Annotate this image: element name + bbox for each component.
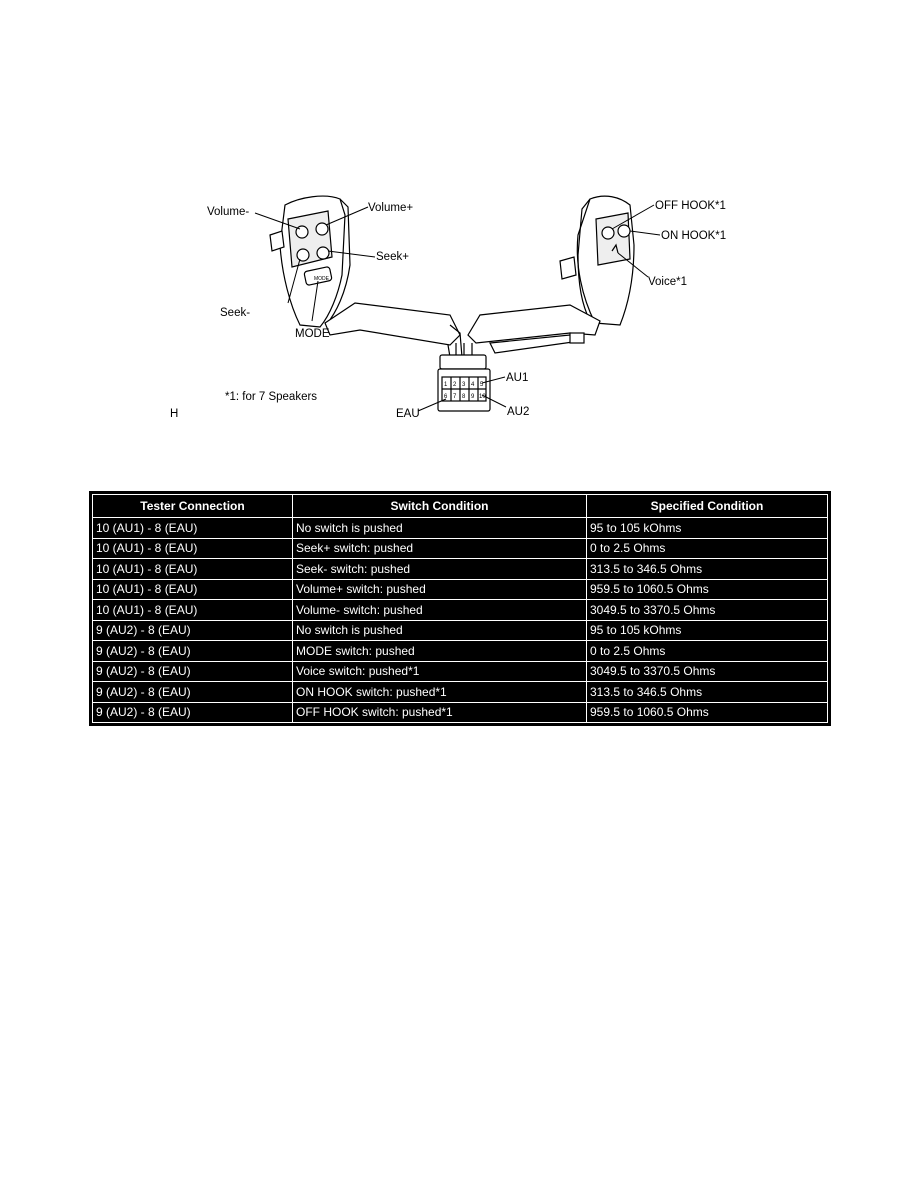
table-row: 10 (AU1) - 8 (EAU) No switch is pushed 9…	[92, 517, 828, 539]
table-header-row: Tester Connection Switch Condition Speci…	[92, 494, 828, 518]
cell-tester-connection: 10 (AU1) - 8 (EAU)	[92, 517, 293, 539]
callout-au2: AU2	[507, 406, 529, 418]
callout-mode: MODE	[295, 328, 330, 340]
cell-specified-condition: 313.5 to 346.5 Ohms	[586, 558, 828, 580]
pin-label: 2	[453, 382, 457, 388]
mode-button-shape	[303, 266, 333, 286]
cell-specified-condition: 959.5 to 1060.5 Ohms	[586, 701, 828, 723]
seek-minus-button-shape	[296, 248, 310, 262]
header-specified-condition: Specified Condition	[586, 494, 828, 518]
callout-seek-minus: Seek-	[220, 307, 250, 319]
cell-switch-condition: No switch is pushed	[292, 517, 587, 539]
footnote: *1: for 7 Speakers	[225, 391, 317, 403]
cell-tester-connection: 9 (AU2) - 8 (EAU)	[92, 619, 293, 641]
connector-pin-labels: 1 2 3 4 5 6 7 8 9 10	[444, 382, 486, 400]
diagram-svg: 1 2 3 4 5 6 7 8 9 10 MODE Volume-	[170, 195, 726, 420]
pin-label: 9	[471, 394, 475, 400]
callout-off-hook: OFF HOOK*1	[655, 200, 726, 212]
cell-specified-condition: 95 to 105 kOhms	[586, 619, 828, 641]
spec-table-frame: Tester Connection Switch Condition Speci…	[89, 491, 831, 726]
cell-tester-connection: 9 (AU2) - 8 (EAU)	[92, 701, 293, 723]
table-row: 10 (AU1) - 8 (EAU) Volume+ switch: pushe…	[92, 578, 828, 600]
callout-volume-minus: Volume-	[207, 206, 249, 218]
cell-specified-condition: 95 to 105 kOhms	[586, 517, 828, 539]
table-row: 9 (AU2) - 8 (EAU) No switch is pushed 95…	[92, 619, 828, 641]
pin-label: 4	[471, 382, 475, 388]
callout-au1: AU1	[506, 372, 528, 384]
cell-specified-condition: 0 to 2.5 Ohms	[586, 537, 828, 559]
table-row: 9 (AU2) - 8 (EAU) MODE switch: pushed 0 …	[92, 640, 828, 662]
cell-switch-condition: Voice switch: pushed*1	[292, 660, 587, 682]
header-tester-connection: Tester Connection	[92, 494, 293, 518]
table-row: 10 (AU1) - 8 (EAU) Seek+ switch: pushed …	[92, 537, 828, 559]
table-row: 9 (AU2) - 8 (EAU) ON HOOK switch: pushed…	[92, 681, 828, 703]
pin-label: 1	[444, 382, 448, 388]
cell-switch-condition: Volume- switch: pushed	[292, 599, 587, 621]
table-row: 10 (AU1) - 8 (EAU) Seek- switch: pushed …	[92, 558, 828, 580]
left-switch-assembly	[269, 195, 463, 358]
callout-on-hook: ON HOOK*1	[661, 230, 726, 242]
cell-specified-condition: 959.5 to 1060.5 Ohms	[586, 578, 828, 600]
leader-lines	[254, 204, 661, 412]
cell-tester-connection: 10 (AU1) - 8 (EAU)	[92, 558, 293, 580]
cell-tester-connection: 10 (AU1) - 8 (EAU)	[92, 537, 293, 559]
steering-switch-diagram: 1 2 3 4 5 6 7 8 9 10 MODE Volume-	[150, 185, 770, 435]
voice-button-shape	[611, 243, 619, 254]
cell-tester-connection: 9 (AU2) - 8 (EAU)	[92, 660, 293, 682]
callout-eau: EAU	[396, 408, 420, 420]
cell-switch-condition: Seek- switch: pushed	[292, 558, 587, 580]
callout-voice: Voice*1	[648, 276, 687, 288]
table-row: 10 (AU1) - 8 (EAU) Volume- switch: pushe…	[92, 599, 828, 621]
callout-volume-plus: Volume+	[368, 202, 413, 214]
cell-specified-condition: 0 to 2.5 Ohms	[586, 640, 828, 662]
pin-label: 8	[462, 394, 466, 400]
off-hook-button-shape	[601, 226, 615, 240]
volume-plus-button-shape	[315, 222, 329, 236]
seek-plus-button-shape	[316, 246, 330, 260]
cell-switch-condition: Seek+ switch: pushed	[292, 537, 587, 559]
mode-button-text: MODE	[314, 276, 330, 282]
on-hook-button-shape	[617, 224, 631, 238]
cell-switch-condition: Volume+ switch: pushed	[292, 578, 587, 600]
callout-seek-plus: Seek+	[376, 251, 409, 263]
pin-label: 5	[480, 382, 484, 388]
table-row: 9 (AU2) - 8 (EAU) Voice switch: pushed*1…	[92, 660, 828, 682]
cell-tester-connection: 10 (AU1) - 8 (EAU)	[92, 578, 293, 600]
connector	[437, 343, 491, 412]
cell-specified-condition: 3049.5 to 3370.5 Ohms	[586, 660, 828, 682]
pin-label: 6	[444, 394, 448, 400]
pin-label: 7	[453, 394, 457, 400]
cell-tester-connection: 10 (AU1) - 8 (EAU)	[92, 599, 293, 621]
pin-label: 3	[462, 382, 466, 388]
cell-switch-condition: MODE switch: pushed	[292, 640, 587, 662]
figure-id: H	[170, 408, 178, 420]
cell-specified-condition: 313.5 to 346.5 Ohms	[586, 681, 828, 703]
right-switch-assembly	[467, 195, 635, 354]
cell-switch-condition: No switch is pushed	[292, 619, 587, 641]
header-switch-condition: Switch Condition	[292, 494, 587, 518]
pin-label: 10	[479, 394, 486, 400]
cell-tester-connection: 9 (AU2) - 8 (EAU)	[92, 681, 293, 703]
cell-specified-condition: 3049.5 to 3370.5 Ohms	[586, 599, 828, 621]
spec-table: Tester Connection Switch Condition Speci…	[92, 494, 828, 723]
cell-switch-condition: OFF HOOK switch: pushed*1	[292, 701, 587, 723]
table-row: 9 (AU2) - 8 (EAU) OFF HOOK switch: pushe…	[92, 701, 828, 723]
cell-tester-connection: 9 (AU2) - 8 (EAU)	[92, 640, 293, 662]
cell-switch-condition: ON HOOK switch: pushed*1	[292, 681, 587, 703]
